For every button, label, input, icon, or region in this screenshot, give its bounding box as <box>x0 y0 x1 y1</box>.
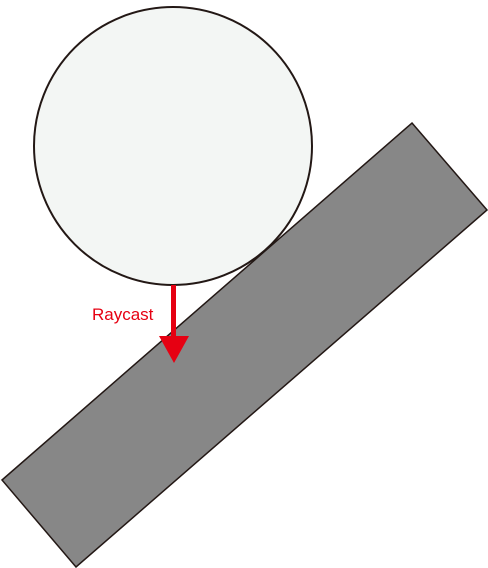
raycast-label: Raycast <box>92 305 154 324</box>
sloped-ramp <box>0 121 488 568</box>
raycast-arrow-shaft <box>171 285 176 337</box>
ball-circle <box>33 6 313 286</box>
raycast-arrow-head <box>159 336 189 363</box>
